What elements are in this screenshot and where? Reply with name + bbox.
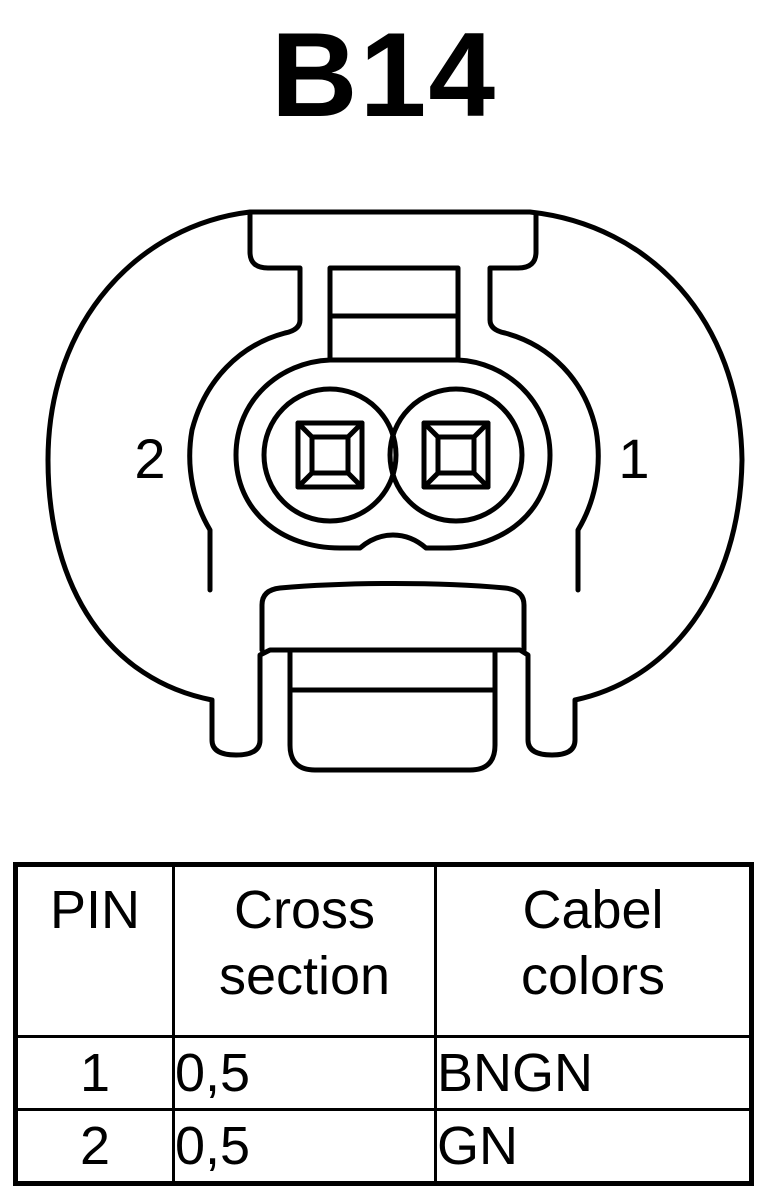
table-row: 1 0,5 BNGN (14, 1035, 753, 1111)
cell-cross-section: 0,5 (172, 1035, 437, 1111)
header-cable-colors: Cabel colors (434, 863, 753, 1038)
cell-color: GN (434, 1108, 753, 1185)
housing-outline (45, 209, 745, 758)
cell-pin: 2 (14, 1108, 175, 1185)
table-row: 2 0,5 GN (14, 1108, 753, 1185)
pin-1-cavity (387, 386, 525, 524)
table-header-row: PIN Cross section Cabel colors (14, 863, 753, 1038)
pin-label-2: 2 (134, 427, 165, 490)
cell-pin: 1 (14, 1035, 175, 1111)
pin-2-cavity (261, 386, 399, 524)
top-key-tab (187, 211, 303, 593)
lower-latch (259, 581, 527, 653)
header-pin: PIN (14, 863, 175, 1038)
cell-cross-section: 0,5 (172, 1108, 437, 1185)
connector-diagram: 2 1 (45, 209, 745, 773)
pin-1-terminal (421, 420, 491, 490)
connector-title: B14 (270, 8, 498, 142)
cell-color: BNGN (434, 1035, 753, 1111)
pin-cavity (233, 357, 553, 551)
pin-2-terminal (295, 420, 365, 490)
pin-label-1: 1 (618, 427, 649, 490)
pin-table: PIN Cross section Cabel colors 1 0,5 BNG… (13, 862, 754, 1186)
header-cross-section: Cross section (172, 863, 437, 1038)
